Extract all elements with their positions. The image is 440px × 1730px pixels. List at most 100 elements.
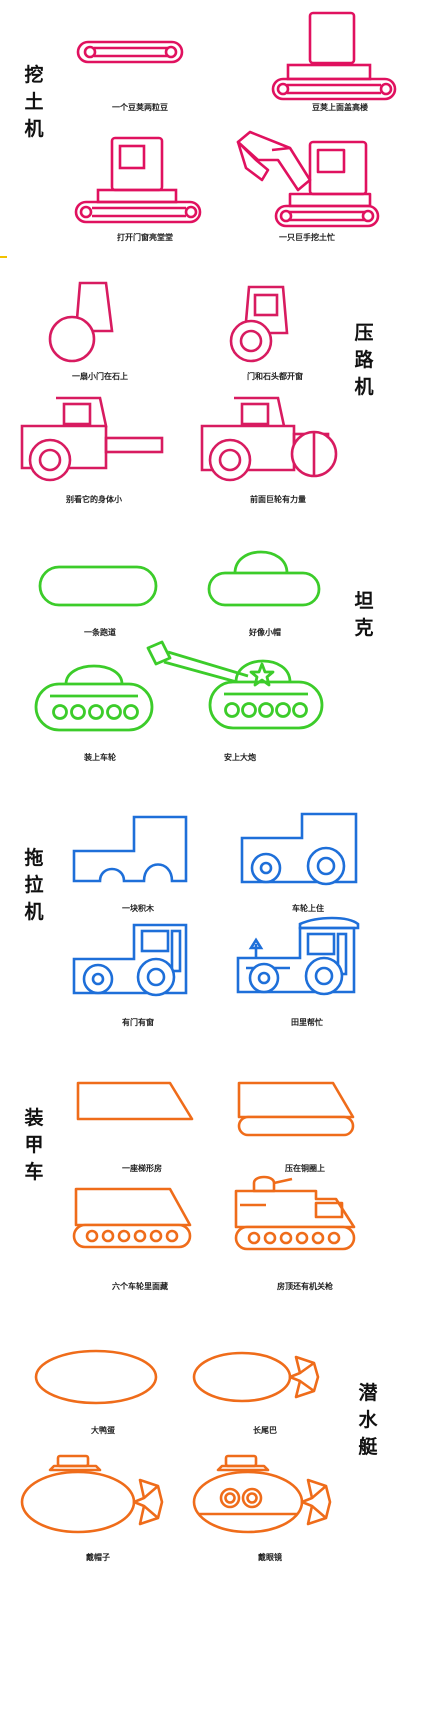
step-3: 装上车轮 bbox=[30, 648, 170, 768]
cab-on-track-drawing bbox=[271, 11, 397, 101]
section-title: 拖 拉 机 bbox=[22, 845, 46, 926]
step-caption: 一座梯形房 bbox=[122, 1163, 162, 1173]
roller-front-drum-drawing bbox=[200, 396, 338, 482]
title-char: 机 bbox=[354, 376, 374, 398]
title-char: 水 bbox=[358, 1409, 378, 1431]
section-armored-car: 装 甲 车 一座梯形房 压在铜圈上 六个车轮里面 bbox=[0, 1055, 440, 1305]
open-cab-drawing bbox=[74, 136, 202, 224]
title-char: 装 bbox=[24, 1107, 44, 1129]
pea-pod-track-drawing bbox=[76, 40, 184, 64]
title-char: 甲 bbox=[24, 1134, 44, 1156]
excavator-arm-drawing bbox=[236, 130, 380, 228]
little-hat-drawing bbox=[207, 550, 321, 607]
title-char: 压 bbox=[354, 322, 374, 344]
section-title: 装 甲 车 bbox=[22, 1105, 46, 1186]
door-on-stone-drawing bbox=[48, 281, 114, 363]
step-2: 车轮上住 bbox=[238, 810, 378, 920]
title-char: 艇 bbox=[358, 1436, 378, 1458]
step-caption: 一扇小门在石上 bbox=[72, 371, 128, 381]
title-char: 车 bbox=[24, 1161, 44, 1183]
step-caption: 大鸭蛋 bbox=[91, 1425, 115, 1435]
step-2: 好像小帽 bbox=[195, 535, 335, 645]
tank-wheels-drawing bbox=[34, 664, 154, 732]
title-char: 挖 bbox=[24, 64, 44, 86]
title-char: 潜 bbox=[358, 1382, 378, 1404]
section-title: 潜 水 艇 bbox=[356, 1380, 380, 1461]
wearing-hat-drawing bbox=[20, 1454, 164, 1534]
house-on-ring-drawing bbox=[237, 1081, 355, 1137]
step-caption: 好像小帽 bbox=[249, 627, 281, 637]
step-caption: 房顶还有机关枪 bbox=[277, 1281, 333, 1291]
step-2: 长尾巴 bbox=[190, 1335, 340, 1440]
step-3: 打开门窗亮堂堂 bbox=[70, 130, 220, 245]
step-1: 大鸭蛋 bbox=[28, 1335, 178, 1440]
step-caption: 长尾巴 bbox=[253, 1425, 277, 1435]
track-oval-drawing bbox=[38, 565, 158, 607]
step-caption: 门和石头都开窗 bbox=[247, 371, 303, 381]
section-submarine: 潜 水 艇 大鸭蛋 长尾巴 bbox=[0, 1310, 440, 1730]
step-caption: 一块积木 bbox=[122, 903, 154, 913]
step-1: 一座梯形房 bbox=[72, 1075, 212, 1180]
title-char: 机 bbox=[24, 901, 44, 923]
step-1: 一条跑道 bbox=[30, 555, 170, 645]
step-caption: 田里帮忙 bbox=[291, 1017, 323, 1027]
six-wheels-drawing bbox=[72, 1187, 192, 1249]
step-caption: 豆荚上面盖高楼 bbox=[312, 102, 368, 112]
armored-car-gun-drawing bbox=[234, 1175, 356, 1251]
step-caption: 安上大炮 bbox=[224, 752, 256, 762]
step-caption: 戴帽子 bbox=[86, 1552, 110, 1562]
title-char: 拖 bbox=[24, 847, 44, 869]
section-tank: 坦 克 一条跑道 好像小帽 装上车轮 bbox=[0, 520, 440, 775]
door-and-stone-windows-drawing bbox=[229, 285, 289, 363]
step-2: 门和石头都开窗 bbox=[215, 275, 335, 385]
title-char: 机 bbox=[24, 118, 44, 140]
tank-cannon-drawing bbox=[146, 640, 324, 730]
step-1: 一块积木 bbox=[68, 805, 208, 920]
title-char: 土 bbox=[24, 91, 44, 113]
step-1: 一个豆荚两粒豆 bbox=[60, 20, 220, 120]
step-1: 一扇小门在石上 bbox=[40, 275, 160, 385]
title-char: 路 bbox=[354, 349, 374, 371]
step-caption: 一个豆荚两粒豆 bbox=[112, 102, 168, 112]
roller-body-drawing bbox=[20, 396, 164, 482]
section-tractor: 拖 拉 机 一块积木 车轮上住 bbox=[0, 785, 440, 1040]
step-2: 压在铜圈上 bbox=[235, 1075, 375, 1180]
step-4: 一只巨手挖土忙 bbox=[232, 120, 382, 245]
step-caption: 装上车轮 bbox=[84, 752, 116, 762]
title-char: 克 bbox=[354, 617, 374, 639]
block-drawing bbox=[72, 815, 188, 883]
step-caption: 一条跑道 bbox=[84, 627, 116, 637]
step-caption: 压在铜圈上 bbox=[285, 1163, 325, 1173]
title-char: 坦 bbox=[354, 590, 374, 612]
step-caption: 六个车轮里面藏 bbox=[112, 1281, 168, 1291]
step-3: 六个车轮里面藏 bbox=[70, 1185, 210, 1295]
wearing-glasses-drawing bbox=[192, 1454, 332, 1534]
tractor-full-drawing bbox=[236, 916, 360, 996]
step-4: 前面巨轮有力量 bbox=[198, 390, 358, 505]
step-3: 戴帽子 bbox=[18, 1450, 178, 1565]
block-wheels-drawing bbox=[240, 812, 358, 886]
step-3: 有门有窗 bbox=[68, 915, 208, 1033]
long-tail-drawing bbox=[192, 1351, 320, 1403]
yellow-marker bbox=[0, 256, 7, 258]
step-caption: 一只巨手挖土忙 bbox=[279, 232, 335, 242]
step-caption: 别看它的身体小 bbox=[66, 494, 122, 504]
step-caption: 前面巨轮有力量 bbox=[250, 494, 306, 504]
title-char: 拉 bbox=[24, 874, 44, 896]
section-title: 压 路 机 bbox=[352, 320, 376, 401]
step-4: 田里帮忙 bbox=[232, 910, 382, 1033]
step-3: 别看它的身体小 bbox=[14, 390, 174, 505]
step-caption: 车轮上住 bbox=[292, 903, 324, 913]
step-caption: 戴眼镜 bbox=[258, 1552, 282, 1562]
section-title: 挖 土 机 bbox=[22, 62, 46, 143]
step-caption: 打开门窗亮堂堂 bbox=[117, 232, 173, 242]
section-road-roller: 压 路 机 一扇小门在石上 门和石头都开窗 bbox=[0, 265, 440, 515]
tractor-door-window-drawing bbox=[72, 923, 188, 997]
trapezoid-house-drawing bbox=[76, 1081, 194, 1121]
section-excavator: 挖 土 机 一个豆荚两粒豆 豆荚上面盖高楼 bbox=[0, 0, 440, 260]
step-4: 戴眼镜 bbox=[190, 1450, 350, 1565]
step-4: 安上大炮 bbox=[140, 632, 340, 768]
big-duck-egg-drawing bbox=[34, 1349, 158, 1405]
section-title: 坦 克 bbox=[352, 588, 376, 642]
step-4: 房顶还有机关枪 bbox=[230, 1175, 380, 1295]
